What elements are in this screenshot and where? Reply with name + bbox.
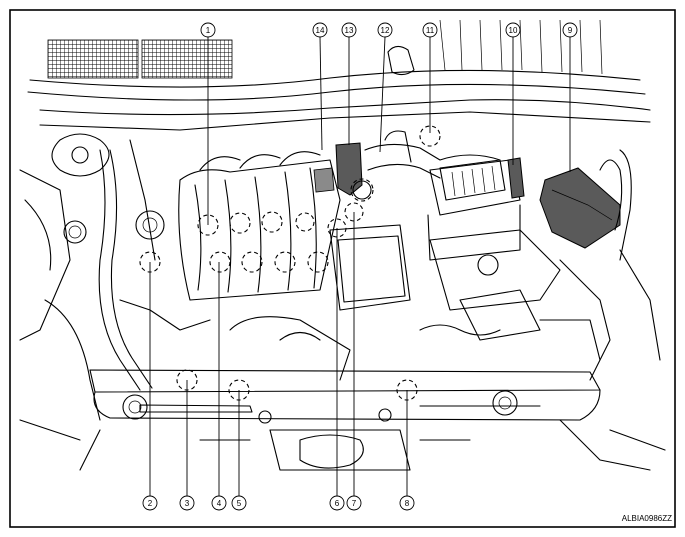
location-marker bbox=[274, 251, 296, 273]
callout-circle bbox=[231, 495, 247, 511]
callout-number: 3 bbox=[185, 499, 190, 508]
callout-2: 2 bbox=[142, 262, 158, 511]
location-marker bbox=[307, 251, 329, 273]
callout-circle bbox=[329, 495, 345, 511]
callout-3: 3 bbox=[179, 380, 195, 511]
callout-circle bbox=[312, 22, 328, 38]
callout-leader bbox=[379, 36, 386, 153]
location-marker bbox=[419, 125, 441, 147]
callout-8: 8 bbox=[399, 390, 415, 511]
callout-number: 2 bbox=[148, 499, 153, 508]
callout-circle bbox=[422, 22, 438, 38]
callout-circle bbox=[505, 22, 521, 38]
callout-number: 1 bbox=[206, 26, 211, 35]
figure-reference: ALBIA0986ZZ bbox=[622, 514, 672, 523]
callouts: 1 14 13 12 11 10 9 2 3 4 5 6 7 8 bbox=[142, 22, 578, 511]
location-marker bbox=[197, 214, 219, 236]
location-marker bbox=[241, 251, 263, 273]
callout-number: 9 bbox=[568, 26, 573, 35]
callout-number: 10 bbox=[509, 26, 518, 35]
location-marker bbox=[229, 212, 251, 234]
callout-number: 11 bbox=[426, 26, 435, 35]
callout-number: 8 bbox=[405, 499, 410, 508]
callout-number: 13 bbox=[345, 26, 354, 35]
callout-circle bbox=[211, 495, 227, 511]
battery bbox=[539, 167, 621, 249]
callout-circle bbox=[200, 22, 216, 38]
callout-5: 5 bbox=[231, 390, 247, 511]
engine-bay-artwork bbox=[19, 19, 666, 471]
callout-circle bbox=[341, 22, 357, 38]
callout-9: 9 bbox=[562, 22, 578, 172]
diagram-frame bbox=[9, 9, 676, 528]
location-marker bbox=[350, 178, 374, 202]
intake-manifold bbox=[178, 151, 341, 301]
callout-13: 13 bbox=[341, 22, 357, 145]
location-marker bbox=[295, 212, 315, 232]
callout-11: 11 bbox=[422, 22, 438, 133]
callout-number: 6 bbox=[335, 499, 340, 508]
callout-12: 12 bbox=[377, 22, 393, 153]
callout-number: 12 bbox=[381, 26, 390, 35]
callout-14: 14 bbox=[312, 22, 328, 151]
callout-circle bbox=[377, 22, 393, 38]
cowl-grille-right bbox=[141, 39, 233, 79]
callout-circle bbox=[142, 495, 158, 511]
callout-number: 5 bbox=[237, 499, 242, 508]
location-marker bbox=[261, 211, 283, 233]
callout-7: 7 bbox=[346, 212, 362, 511]
callout-number: 7 bbox=[352, 499, 357, 508]
callout-number: 4 bbox=[217, 499, 222, 508]
callout-circle bbox=[179, 495, 195, 511]
callout-leader bbox=[319, 36, 323, 151]
callout-circle bbox=[562, 22, 578, 38]
callout-6: 6 bbox=[329, 228, 345, 511]
callout-1: 1 bbox=[200, 22, 216, 225]
callout-circle bbox=[346, 495, 362, 511]
callout-number: 14 bbox=[316, 26, 325, 35]
air-cleaner bbox=[427, 157, 525, 261]
throttle-body bbox=[335, 142, 363, 196]
cowl-grille-left bbox=[47, 39, 139, 79]
callout-circle bbox=[399, 495, 415, 511]
front-cross-member bbox=[89, 369, 601, 424]
location-marker bbox=[209, 251, 231, 273]
callout-10: 10 bbox=[505, 22, 521, 165]
callout-4: 4 bbox=[211, 262, 227, 511]
